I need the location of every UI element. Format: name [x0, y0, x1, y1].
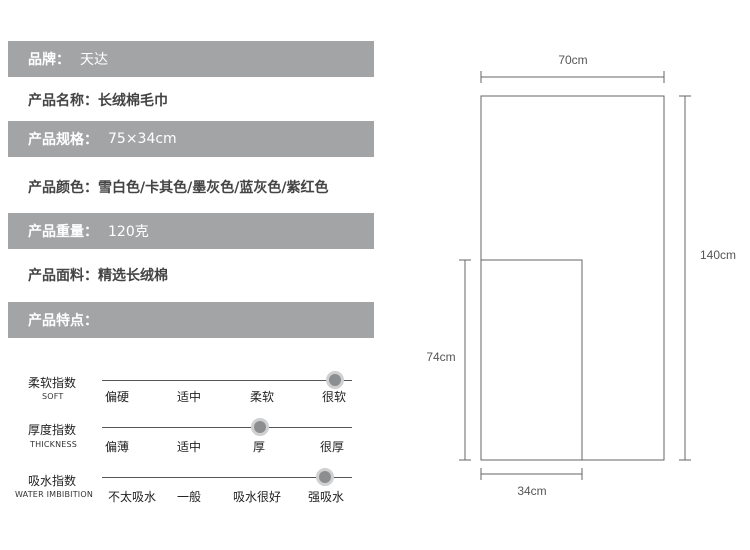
size-label: 产品规格：	[28, 132, 98, 148]
brand-bar: 品牌： 天达	[8, 41, 374, 77]
features-bar: 产品特点：	[8, 302, 374, 338]
softness-option: 适中	[176, 390, 202, 404]
color-value: 雪白色/卡其色/墨灰色/蓝灰色/紫红色	[98, 180, 329, 196]
softness-title: 柔软指数	[28, 376, 77, 390]
absorbency-title: 吸水指数	[28, 474, 77, 488]
absorbency-subtitle: WATER IMBIBITION	[15, 490, 94, 499]
width-70-label: 70cm	[558, 53, 587, 67]
color-label: 产品颜色：	[28, 180, 98, 196]
brand-label: 品牌：	[28, 52, 70, 68]
material-label: 产品面料：	[28, 268, 98, 284]
absorbency-slider-row: 吸水指数 WATER IMBIBITION 不太吸水 一般 吸水很好 强吸水	[0, 468, 374, 508]
absorbency-track	[102, 477, 352, 478]
softness-option: 很软	[321, 390, 347, 404]
softness-option: 柔软	[249, 390, 275, 404]
thickness-option: 厚	[252, 440, 266, 454]
softness-slider-row: 柔软指数 SOFT 偏硬 适中 柔软 很软	[0, 370, 374, 410]
softness-track	[102, 380, 352, 381]
thickness-subtitle: THICKNESS	[30, 440, 78, 449]
thickness-track	[102, 427, 352, 428]
absorbency-option: 一般	[176, 490, 202, 504]
weight-value: 120克	[108, 224, 149, 240]
softness-knob[interactable]	[325, 371, 344, 389]
thickness-title: 厚度指数	[28, 423, 77, 437]
thickness-slider-row: 厚度指数 THICKNESS 偏薄 适中 厚 很厚	[0, 418, 374, 458]
absorbency-knob[interactable]	[315, 468, 334, 486]
color-line: 产品颜色： 雪白色/卡其色/墨灰色/蓝灰色/紫红色	[28, 172, 328, 202]
features-label: 产品特点：	[28, 313, 98, 329]
large-towel-outline	[480, 95, 665, 461]
thickness-option: 适中	[176, 440, 202, 454]
weight-bar: 产品重量： 120克	[8, 213, 374, 249]
softness-option: 偏硬	[104, 390, 130, 404]
absorbency-option: 强吸水	[307, 490, 345, 504]
height-140-label: 140cm	[700, 248, 736, 262]
weight-label: 产品重量：	[28, 224, 98, 240]
material-line: 产品面料： 精选长绒棉	[28, 260, 168, 290]
thickness-knob[interactable]	[250, 418, 269, 436]
product-name-value: 长绒棉毛巾	[98, 93, 168, 109]
width-34-label: 34cm	[517, 484, 546, 498]
brand-value: 天达	[80, 52, 108, 68]
height-74-label: 74cm	[426, 350, 455, 364]
size-bar: 产品规格： 75×34cm	[8, 121, 374, 157]
absorbency-option: 吸水很好	[232, 490, 282, 504]
material-value: 精选长绒棉	[98, 268, 168, 284]
absorbency-option: 不太吸水	[107, 490, 157, 504]
softness-subtitle: SOFT	[42, 392, 64, 401]
small-towel-outline	[481, 259, 583, 460]
product-name-label: 产品名称：	[28, 93, 98, 109]
product-name-line: 产品名称： 长绒棉毛巾	[28, 85, 168, 115]
thickness-option: 很厚	[319, 440, 345, 454]
size-value: 75×34cm	[108, 131, 177, 147]
thickness-option: 偏薄	[104, 440, 130, 454]
